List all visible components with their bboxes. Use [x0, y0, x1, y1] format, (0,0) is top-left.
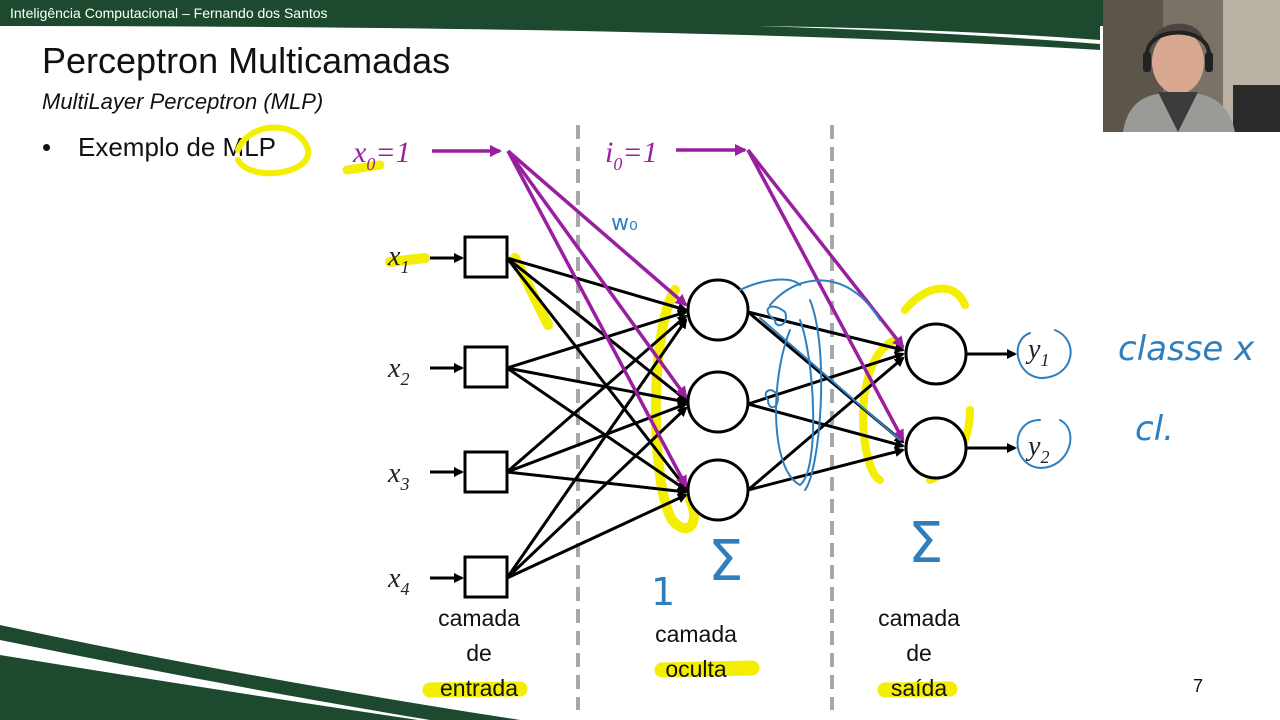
input-node	[463, 450, 509, 494]
layer-label-line: de	[906, 640, 932, 666]
layer-label-line: saída	[891, 675, 947, 701]
presenter-video	[1103, 0, 1280, 132]
page-number: 7	[1193, 676, 1204, 696]
annotation-sigma-hidden: Σ	[708, 529, 743, 594]
slide-title: Perceptron Multicamadas	[42, 40, 451, 81]
hidden-output-connections	[747, 310, 905, 492]
bullet-text: Exemplo de	[78, 132, 223, 162]
output-label-y2: y2	[1025, 431, 1049, 467]
hidden-neuron	[686, 370, 750, 434]
input-node	[463, 235, 509, 279]
footer-decoration	[0, 625, 520, 720]
highlighter-marks	[235, 124, 974, 698]
input-node	[463, 345, 509, 389]
hidden-nodes	[686, 278, 750, 522]
slide-subtitle: MultiLayer Perceptron (MLP)	[42, 89, 324, 114]
annotation-class-x: classe x	[1118, 329, 1255, 369]
input-label-x4: x4	[387, 563, 409, 599]
header-title: Inteligência Computacional – Fernando do…	[10, 5, 328, 21]
header-decoration	[0, 26, 1100, 50]
annotation-one: 1	[651, 570, 675, 614]
bias-hidden-label: i0=1	[605, 136, 658, 174]
annotation-cl: cl.	[1135, 409, 1174, 449]
output-neuron	[904, 416, 968, 480]
hidden-neuron	[686, 458, 750, 522]
layer-label-line: camada	[878, 605, 960, 631]
annotation-w0: w₀	[611, 211, 638, 236]
output-label-y1: y1	[1025, 334, 1049, 370]
layer-label-output: camada de saída	[878, 605, 960, 701]
layer-label-line: oculta	[665, 656, 727, 682]
input-label-x1: x1	[387, 241, 409, 277]
input-nodes	[430, 235, 509, 599]
header-bar	[0, 0, 1280, 26]
layer-label-hidden: camada oculta	[655, 621, 737, 682]
bias-input-label: x0=1	[352, 136, 411, 174]
layer-label-input: camada de entrada	[438, 605, 520, 701]
input-node	[463, 555, 509, 599]
layer-label-line: camada	[655, 621, 737, 647]
annotation-sigma-output: Σ	[908, 511, 943, 576]
input-label-x2: x2	[387, 353, 409, 389]
bullet-item: •Exemplo de MLP	[42, 132, 276, 163]
bullet-dot-icon: •	[42, 132, 52, 162]
hidden-neuron	[686, 278, 750, 342]
pen-annotations	[739, 278, 1072, 491]
webcam-overlay	[1103, 0, 1280, 132]
input-hidden-connections	[505, 256, 688, 580]
layer-label-line: de	[466, 640, 492, 666]
input-label-x3: x3	[387, 458, 409, 494]
output-nodes	[904, 322, 1017, 480]
layer-label-line: entrada	[440, 675, 518, 701]
bias-connections	[432, 144, 905, 488]
output-neuron	[904, 322, 968, 386]
layer-label-line: camada	[438, 605, 520, 631]
